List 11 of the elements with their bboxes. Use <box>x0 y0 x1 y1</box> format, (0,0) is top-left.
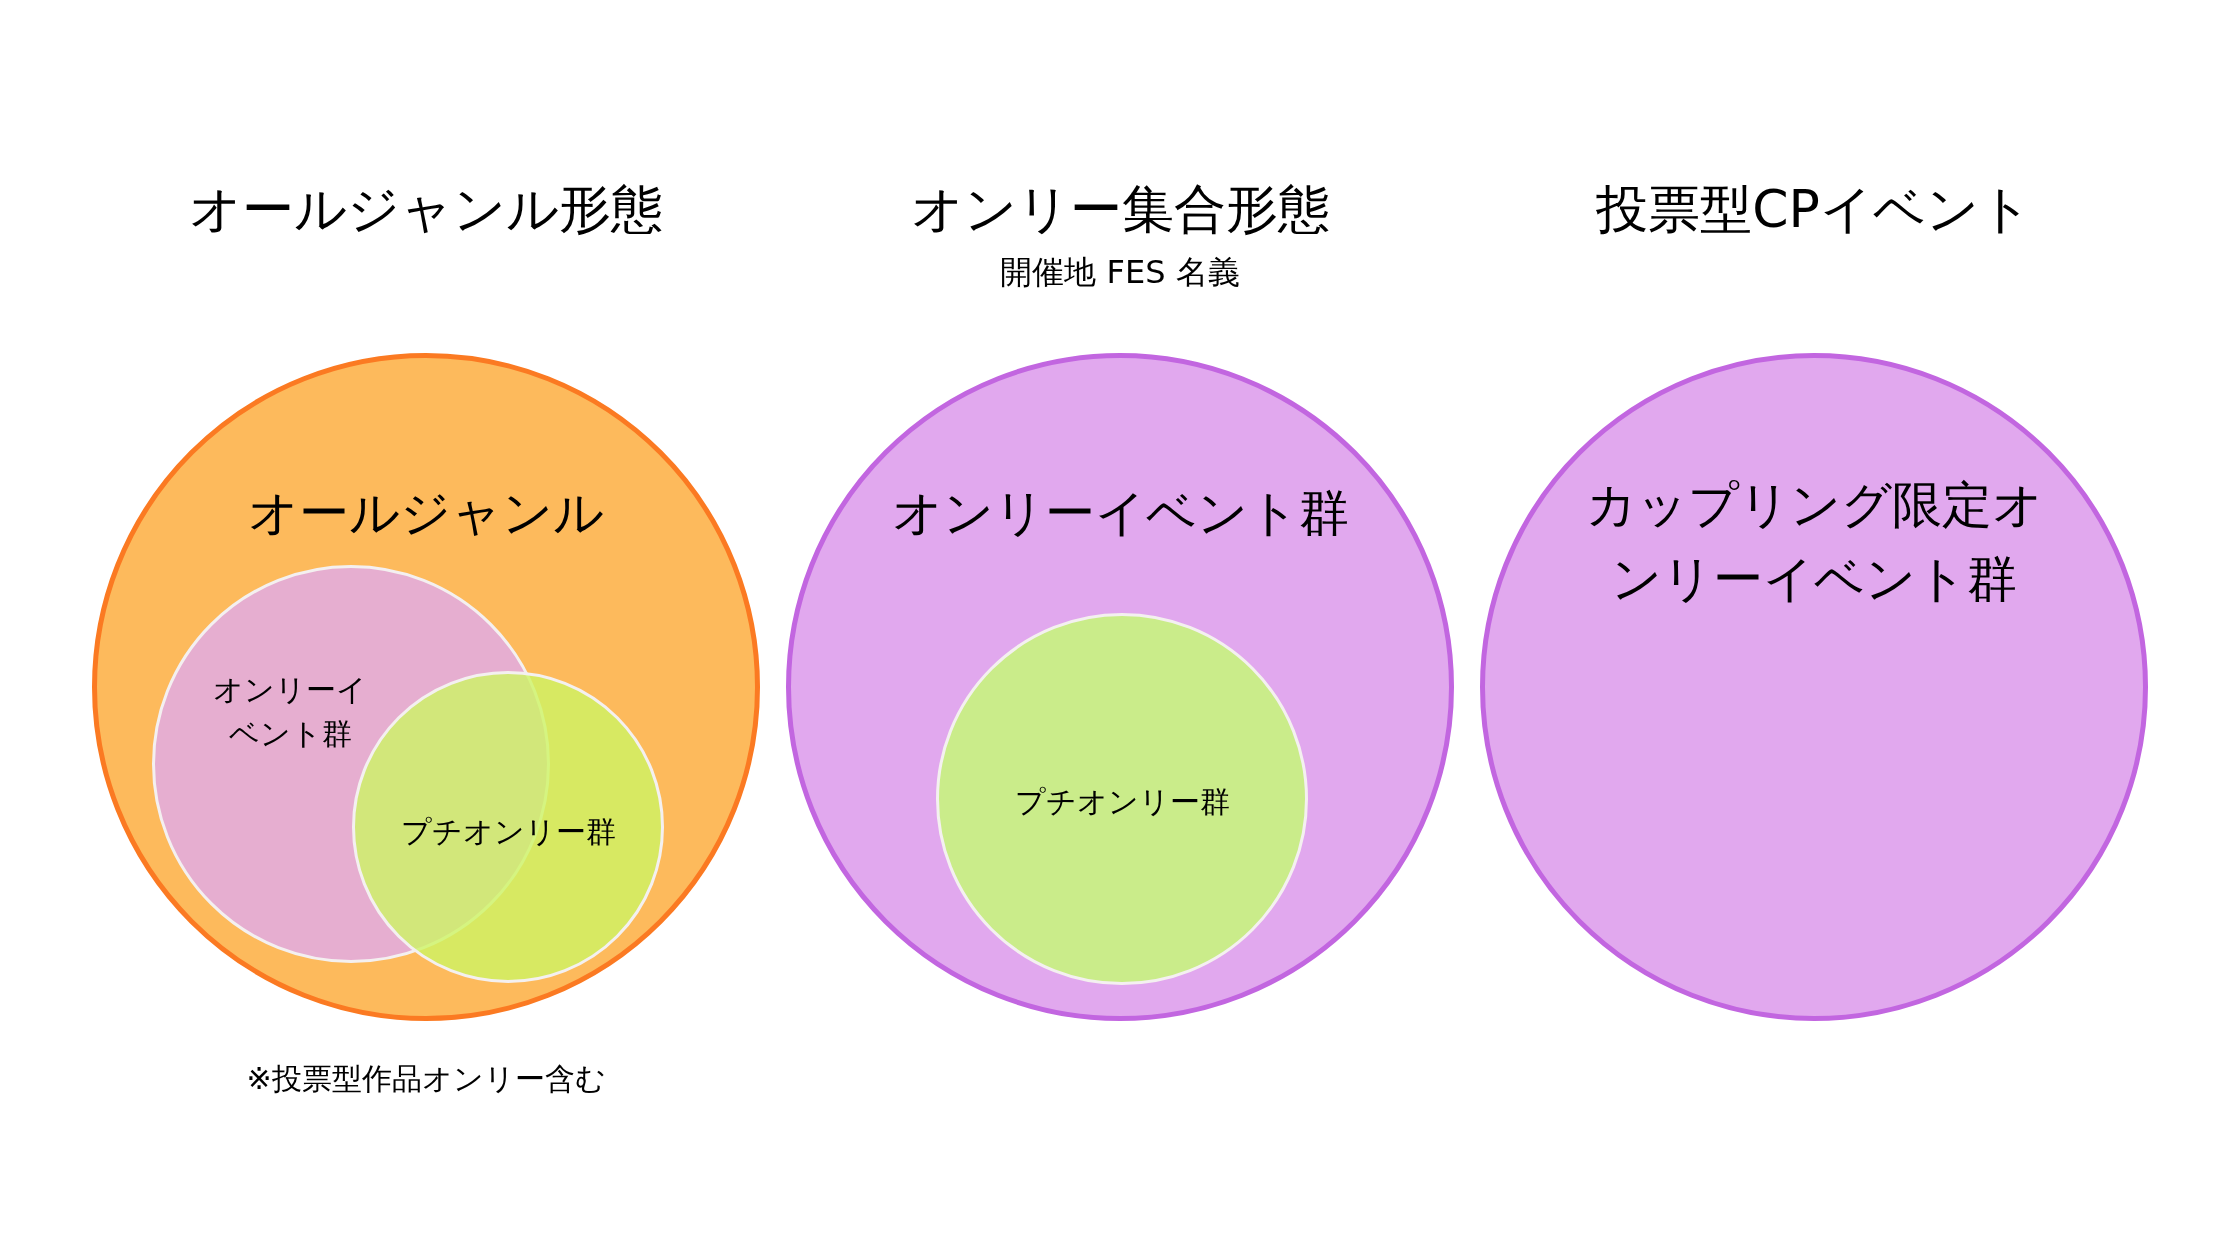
subtitle: 開催地 FES 名義 <box>999 252 1241 293</box>
circle-label: オンリーイベント群 <box>890 483 1350 544</box>
circle-label: カップリング限定オンリーイベント群 <box>1584 475 2044 610</box>
note-text: ※投票型作品オンリー含む <box>245 1060 607 1098</box>
column-title: 投票型CPイベント <box>1595 178 2033 241</box>
column-title: オンリー集合形態 <box>909 178 1331 241</box>
column-title: オールジャンル形態 <box>188 178 664 241</box>
circle-label: プチオンリー群 <box>399 813 617 851</box>
circle-label: プチオンリー群 <box>1013 783 1231 821</box>
circle-label: オールジャンル <box>247 483 605 544</box>
circle-label: オンリーイベント群 <box>212 671 368 753</box>
